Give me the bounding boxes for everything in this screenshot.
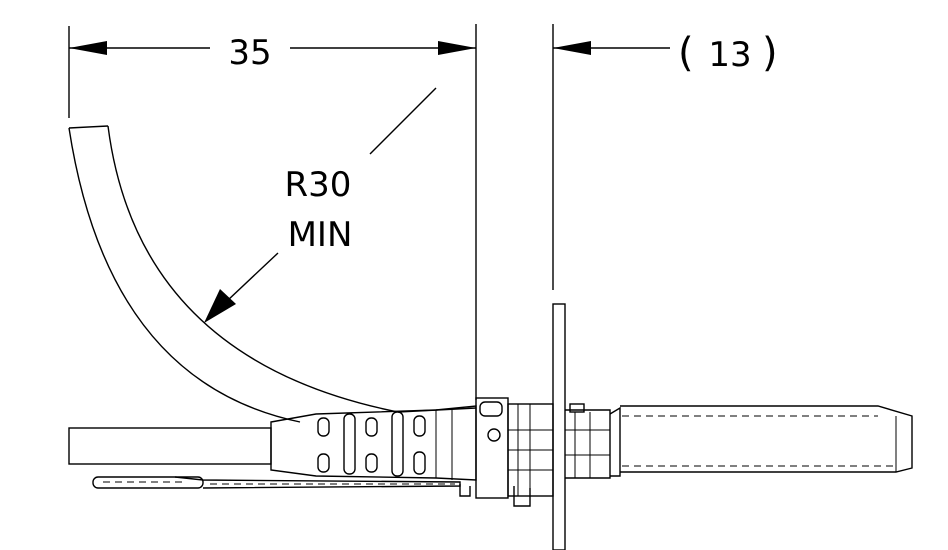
dimension-13-label: 13 [708,35,751,75]
radius-leader: R30 MIN [204,87,437,323]
transceiver-body [565,403,913,479]
connector-housing [459,397,554,507]
panel [552,303,566,550]
pull-tab [92,476,461,489]
dimension-13: ( 13 ) [553,30,778,76]
dimension-35-label: 35 [228,33,271,73]
dimension-13-close-paren: ) [762,30,778,76]
straight-cable [68,427,272,465]
radius-label-r30: R30 [285,165,352,205]
dimension-35: 35 [69,33,476,73]
strain-relief-boot [270,405,477,481]
bent-cable [68,125,477,423]
dimension-13-open-paren: ( [678,30,694,76]
radius-label-min: MIN [288,215,353,255]
